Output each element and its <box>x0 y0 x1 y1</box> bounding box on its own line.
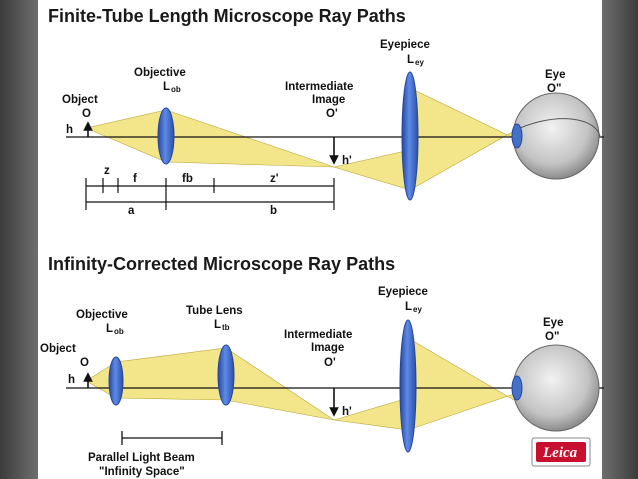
top-dim-zprime: z' <box>270 173 279 185</box>
infinity-corrected-diagram: Infinity-Corrected Microscope Ray Paths <box>40 254 604 478</box>
top-h-label: h <box>66 124 73 136</box>
right-frame-border <box>602 0 638 479</box>
bottom-object-symbol: O <box>80 357 89 369</box>
leica-logo-text: Leica <box>542 445 578 461</box>
bottom-objective-symbol: L <box>106 323 113 335</box>
top-objective-sub: ob <box>171 85 181 94</box>
top-dim-a: a <box>128 205 135 217</box>
bottom-beam-eyepiece-to-eye <box>407 337 521 431</box>
top-eye-symbol: O" <box>547 83 561 95</box>
top-beam-object-to-objective <box>85 109 167 163</box>
bottom-tube-lens-label: Tube Lens <box>186 305 243 317</box>
top-eyepiece-symbol: L <box>407 54 414 66</box>
bottom-eye-lens <box>511 375 523 401</box>
bottom-intermediate-symbol: O' <box>324 357 336 369</box>
bottom-eyepiece-lens <box>399 319 417 453</box>
bottom-title: Infinity-Corrected Microscope Ray Paths <box>48 254 395 274</box>
bottom-eyepiece-symbol: L <box>405 301 412 313</box>
bottom-tube-lens-sub: tb <box>222 323 230 332</box>
top-objective-symbol: L <box>163 81 170 93</box>
top-dim-fb: fb <box>182 173 193 185</box>
top-objective-label: Objective <box>134 67 186 79</box>
top-objective-lens <box>157 107 175 165</box>
top-dim-f: f <box>133 173 137 185</box>
top-dim-z: z <box>104 165 110 177</box>
bottom-objective-label: Objective <box>76 309 128 321</box>
top-eye-retina-ray <box>519 118 601 137</box>
top-eyepiece-label: Eyepiece <box>380 39 430 51</box>
top-intermediate-label-2: Image <box>312 94 345 106</box>
bottom-objective-lens <box>108 356 124 406</box>
top-eyepiece-lens <box>401 71 419 201</box>
top-eyepiece-sub: ey <box>415 58 424 67</box>
top-dim-b: b <box>270 205 277 217</box>
bottom-h-label: h <box>68 374 75 386</box>
bottom-intermediate-label-1: Intermediate <box>284 329 352 341</box>
bottom-beam-caption-2: "Infinity Space" <box>99 466 185 478</box>
top-object-symbol: O <box>82 108 91 120</box>
top-intermediate-label-1: Intermediate <box>285 81 353 93</box>
top-title: Finite-Tube Length Microscope Ray Paths <box>48 6 406 26</box>
top-h-prime-label: h' <box>342 155 352 167</box>
finite-tube-diagram: Finite-Tube Length Microscope Ray Paths … <box>48 6 604 217</box>
top-intermediate-symbol: O' <box>326 108 338 120</box>
left-frame-border <box>0 0 38 479</box>
top-dimension-scale <box>85 178 335 210</box>
bottom-eyepiece-sub: ey <box>413 305 422 314</box>
top-eye-lens <box>511 123 523 149</box>
top-eye <box>512 92 600 180</box>
bottom-beam-caption-1: Parallel Light Beam <box>88 452 195 464</box>
bottom-eye-symbol: O" <box>545 331 559 343</box>
bottom-beam-tube-to-image <box>225 347 335 421</box>
bottom-objective-sub: ob <box>114 327 124 336</box>
bottom-beam-infinity-space <box>115 347 227 401</box>
bottom-intermediate-label-2: Image <box>311 342 344 354</box>
bottom-tube-lens-symbol: L <box>214 319 221 331</box>
diagram-panel <box>38 0 602 479</box>
bottom-eye <box>512 344 600 432</box>
top-beam-objective-to-image <box>165 109 335 168</box>
bottom-h-prime-label: h' <box>342 406 352 418</box>
top-object-label: Object <box>62 94 98 106</box>
bottom-eye-label: Eye <box>543 317 563 329</box>
bottom-eyepiece-label: Eyepiece <box>378 286 428 298</box>
bottom-infinity-space-bracket <box>121 431 223 445</box>
bottom-tube-lens <box>217 344 235 406</box>
top-eye-label: Eye <box>545 69 565 81</box>
bottom-object-label: Object <box>40 343 76 355</box>
leica-logo <box>536 442 586 462</box>
